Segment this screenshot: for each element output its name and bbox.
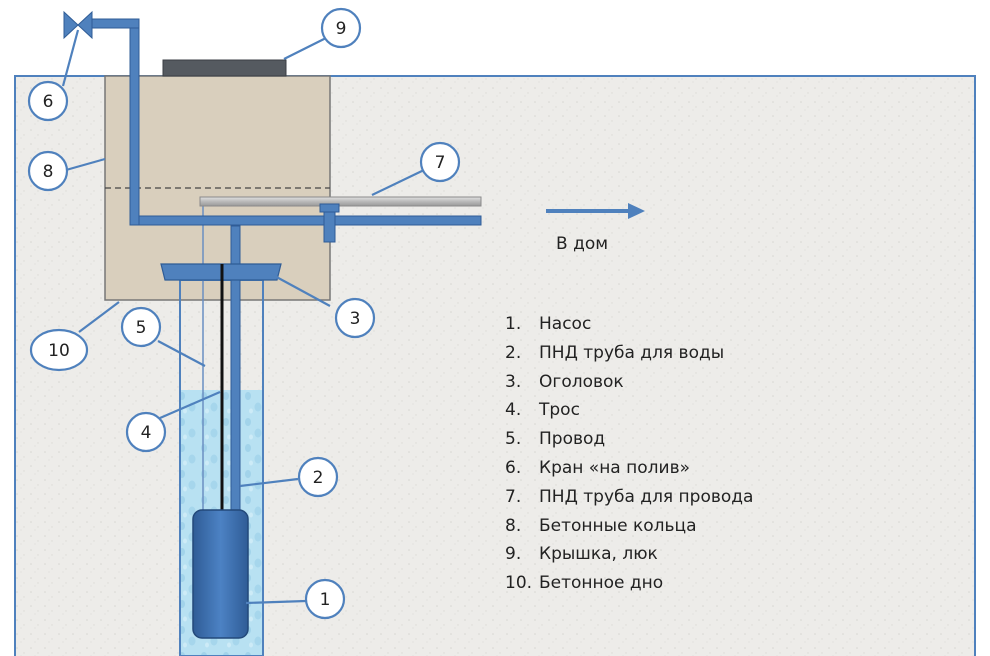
callout-leader-10 <box>78 301 120 333</box>
callout-leader-4 <box>159 390 221 420</box>
legend-text: ПНД труба для провода <box>539 486 754 507</box>
callout-leader-5 <box>157 340 206 367</box>
legend-text: Провод <box>539 429 606 450</box>
legend-item: 10. Бетонное дно <box>505 569 753 598</box>
legend-number: 3. <box>505 371 522 392</box>
callout-number-1: 1 <box>320 590 331 610</box>
tap-valve-icon <box>63 10 79 40</box>
legend-number: 7. <box>505 486 522 507</box>
callout-number-10: 10 <box>48 341 70 361</box>
callout-circle-2 <box>297 456 339 498</box>
callout-circle-1 <box>304 578 346 620</box>
legend-number: 1. <box>505 314 522 334</box>
legend-item: 7. ПНД труба для провода <box>505 483 753 512</box>
callout-circle-8 <box>27 150 69 192</box>
callout-leader-2 <box>239 477 299 488</box>
house-label: В дом <box>556 234 609 254</box>
callout-circle-4 <box>125 411 167 453</box>
legend-item: 2. ПНД труба для воды <box>505 339 753 368</box>
legend-item: 8. Бетонные кольца <box>505 512 753 541</box>
legend-number: 9. <box>505 544 522 565</box>
house-arrow-head <box>628 203 645 219</box>
legend-text: Бетонные кольца <box>539 515 697 536</box>
legend-number: 8. <box>505 515 522 536</box>
legend-text: ПНД труба для воды <box>539 342 725 363</box>
legend-list: 1.Насос 2.ПНД труба для воды 3.Оголовок … <box>505 310 753 598</box>
wire-pipe <box>199 196 482 207</box>
legend-item: 6. Кран «на полив» <box>505 454 753 483</box>
pipe-fitting-top <box>319 203 340 213</box>
legend-number: 5. <box>505 429 522 450</box>
callout-number-7: 7 <box>435 153 446 173</box>
callout-leader-6 <box>61 29 80 87</box>
callout-circle-7 <box>419 141 461 183</box>
hatch-lid <box>162 59 287 77</box>
legend-number: 10. <box>505 573 533 594</box>
tap-valve-icon-right <box>77 10 93 40</box>
legend-text: Бетонное дно <box>539 573 664 594</box>
legend-number: 2. <box>505 342 522 363</box>
legend-text: Оголовок <box>539 371 624 392</box>
callout-circle-10 <box>29 328 89 372</box>
legend-item: 3. Оголовок <box>505 368 753 397</box>
callout-number-5: 5 <box>136 318 147 338</box>
callout-circle-9 <box>320 7 362 49</box>
legend-text: Трос <box>539 400 580 421</box>
tap-pipe-vertical <box>129 23 140 226</box>
legend-item: 1. Насос <box>505 310 753 339</box>
callout-circle-5 <box>120 306 162 348</box>
pump <box>192 509 249 639</box>
callout-circle-3 <box>334 297 376 339</box>
callout-number-6: 6 <box>43 92 54 112</box>
water-pipe-horizontal <box>135 215 482 226</box>
callout-leader-9 <box>283 35 331 60</box>
callout-leader-7 <box>371 169 425 196</box>
callout-leader-8 <box>65 157 106 172</box>
tap-pipe-horizontal <box>87 18 140 29</box>
callout-number-3: 3 <box>350 309 361 329</box>
callout-circle-6 <box>27 80 69 122</box>
legend-number: 6. <box>505 457 522 478</box>
callout-number-9: 9 <box>336 19 347 39</box>
legend-item: 4. Трос <box>505 396 753 425</box>
callout-leader-3 <box>270 273 331 307</box>
legend-item: 5. Провод <box>505 425 753 454</box>
legend-number: 4. <box>505 400 522 421</box>
legend-text: Крышка, люк <box>539 544 658 565</box>
callout-leader-1 <box>245 599 307 605</box>
legend-text: Насос <box>539 314 592 334</box>
callout-number-4: 4 <box>141 423 152 443</box>
legend-item: 9. Крышка, люк <box>505 540 753 569</box>
callout-number-8: 8 <box>43 162 54 182</box>
callout-number-2: 2 <box>313 468 324 488</box>
legend-text: Кран «на полив» <box>539 457 690 478</box>
